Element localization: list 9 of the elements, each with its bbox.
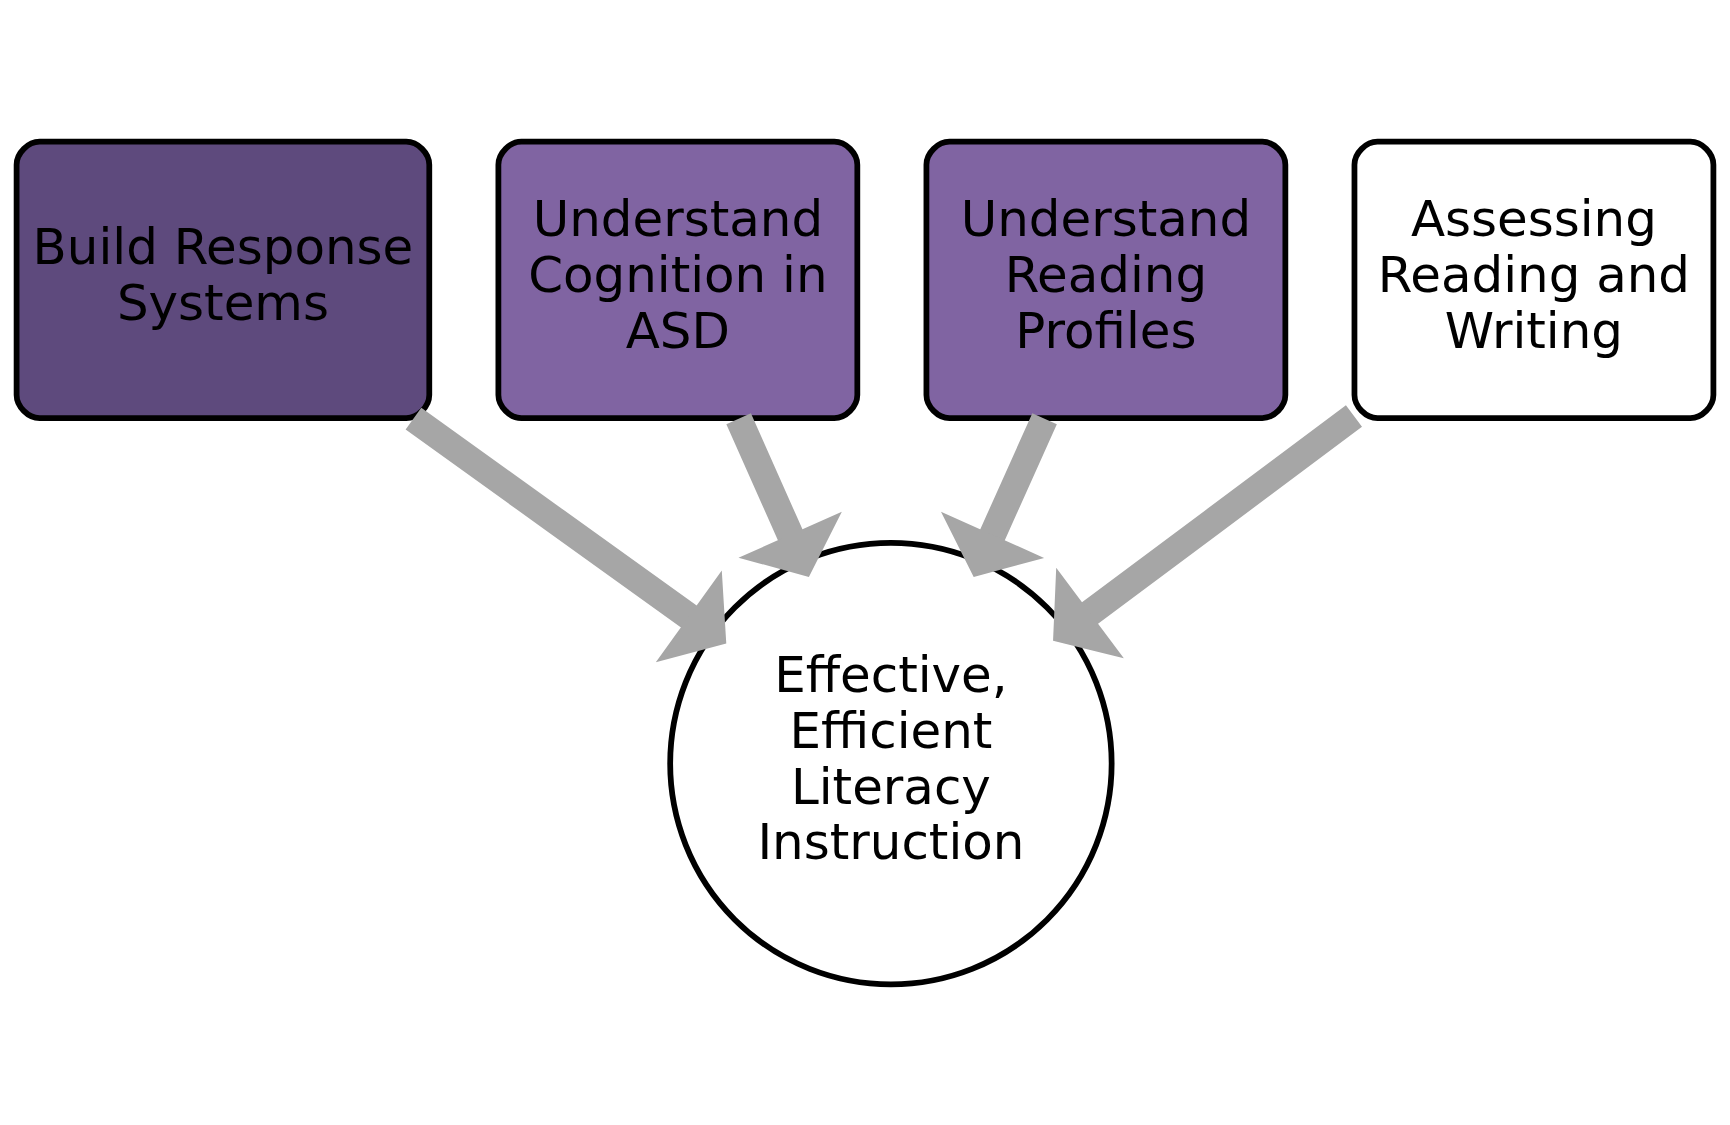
node-box: Build Response Systems	[13, 138, 433, 421]
node-box: Understand Reading Profiles	[923, 138, 1289, 421]
arrow	[1053, 404, 1363, 658]
node-box: Understand Cognition in ASD	[495, 138, 861, 421]
arrow	[726, 412, 842, 577]
node-box: Assessing Reading and Writing	[1351, 138, 1717, 421]
node-circle: Effective, Efficient Literacy Instruction	[667, 539, 1115, 987]
arrow	[405, 407, 727, 662]
arrow	[941, 412, 1057, 577]
